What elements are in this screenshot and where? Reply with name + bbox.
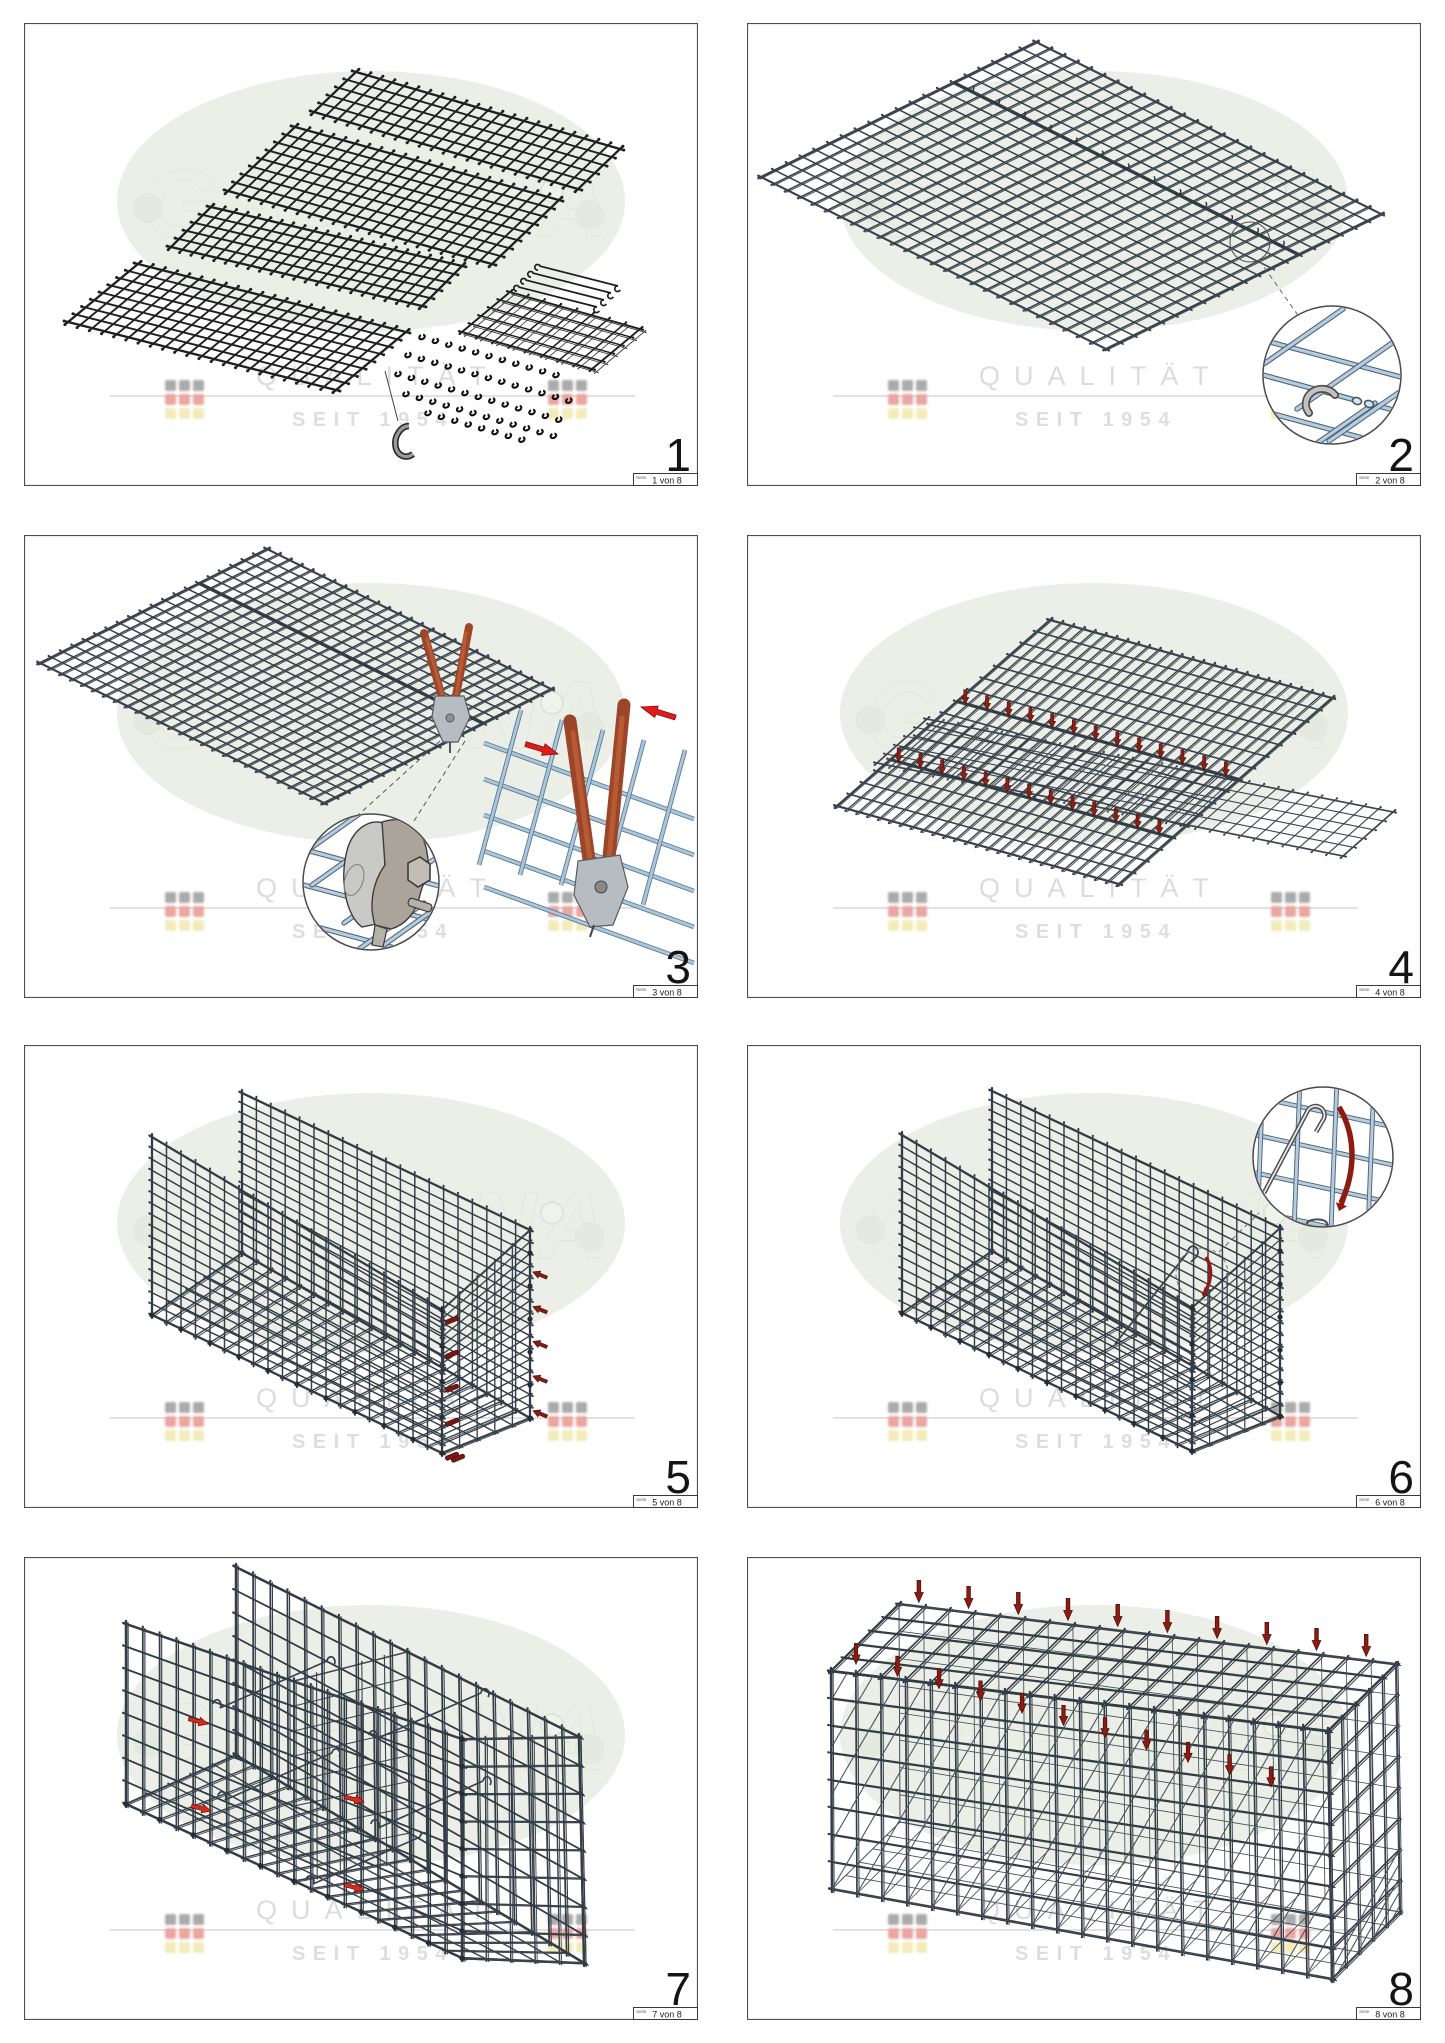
svg-text:SEIT 1954: SEIT 1954 [1015, 921, 1177, 943]
svg-text:5 von 8: 5 von 8 [652, 1498, 682, 1508]
svg-text:8 von 8: 8 von 8 [1375, 2010, 1405, 2020]
svg-text:Seite: Seite [636, 987, 647, 992]
svg-text:6 von 8: 6 von 8 [1375, 1498, 1405, 1508]
svg-text:3: 3 [665, 941, 691, 993]
svg-text:QUALITÄT: QUALITÄT [979, 361, 1223, 391]
svg-text:Seite: Seite [636, 1497, 647, 1502]
svg-text:SEIT 1954: SEIT 1954 [292, 1943, 454, 1965]
svg-text:QUALITÄT: QUALITÄT [256, 361, 500, 391]
svg-text:3 von 8: 3 von 8 [652, 988, 682, 998]
svg-text:4 von 8: 4 von 8 [1375, 988, 1405, 998]
svg-text:GABIONA: GABIONA [142, 1172, 609, 1279]
svg-text:Seite: Seite [636, 2009, 647, 2014]
svg-text:4: 4 [1388, 941, 1414, 993]
svg-text:SEIT 1954: SEIT 1954 [1015, 409, 1177, 431]
svg-text:SEIT 1954: SEIT 1954 [1015, 1431, 1177, 1453]
svg-text:Seite: Seite [1359, 2009, 1370, 2014]
svg-text:SEIT 1954: SEIT 1954 [1015, 1943, 1177, 1965]
svg-text:Seite: Seite [636, 475, 647, 480]
svg-text:5: 5 [665, 1451, 691, 1503]
svg-text:6: 6 [1388, 1451, 1414, 1503]
svg-text:7: 7 [665, 1963, 691, 2015]
svg-text:Seite: Seite [1359, 987, 1370, 992]
svg-text:QUALITÄT: QUALITÄT [979, 1895, 1223, 1925]
svg-text:GABIONA: GABIONA [865, 150, 1332, 257]
svg-text:Seite: Seite [1359, 1497, 1370, 1502]
svg-text:2 von 8: 2 von 8 [1375, 476, 1405, 486]
svg-text:8: 8 [1388, 1963, 1414, 2015]
svg-text:QUALITÄT: QUALITÄT [979, 873, 1223, 903]
svg-text:1: 1 [665, 429, 691, 481]
svg-text:7 von 8: 7 von 8 [652, 2010, 682, 2020]
svg-text:1 von 8: 1 von 8 [652, 476, 682, 486]
svg-text:Seite: Seite [1359, 475, 1370, 480]
svg-text:2: 2 [1388, 429, 1414, 481]
